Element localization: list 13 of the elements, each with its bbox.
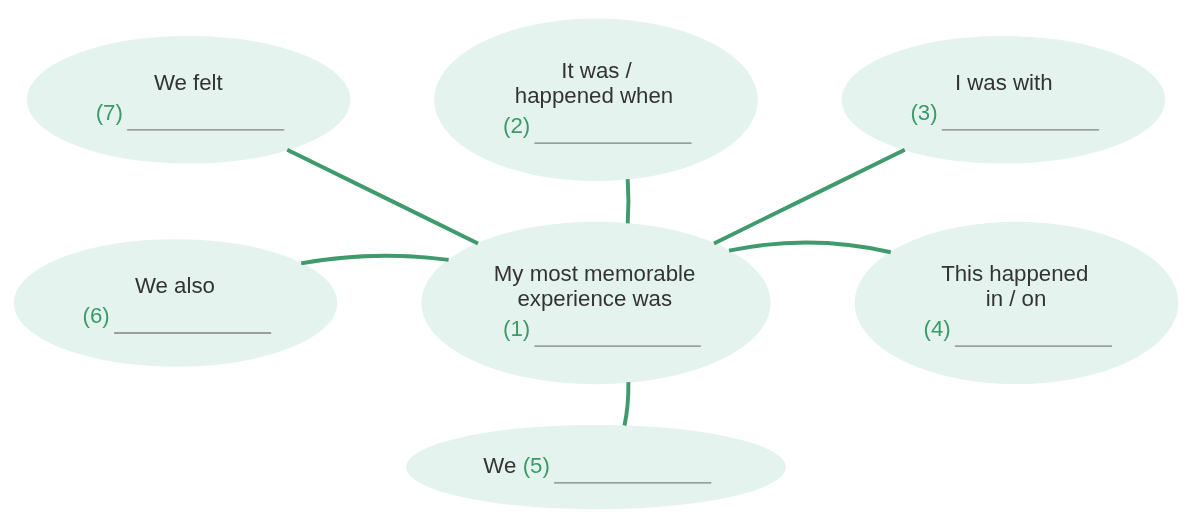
node-ellipse: We felt (7) <box>26 36 351 164</box>
connector <box>713 147 906 246</box>
node-ellipse: This happened in / on (4) <box>854 221 1179 385</box>
connector <box>728 240 892 255</box>
node-ellipse: I was with (3) <box>841 36 1166 164</box>
connector <box>625 179 631 224</box>
node-ellipse: We (5) <box>406 424 786 510</box>
node-ellipse: My most memorable experience was (1) <box>421 221 771 385</box>
connector <box>622 382 631 426</box>
node-ellipse: We also (6) <box>13 239 338 367</box>
node-ellipse: It was / happened when (2) <box>434 18 758 182</box>
connector <box>300 253 449 266</box>
connector <box>286 147 479 246</box>
